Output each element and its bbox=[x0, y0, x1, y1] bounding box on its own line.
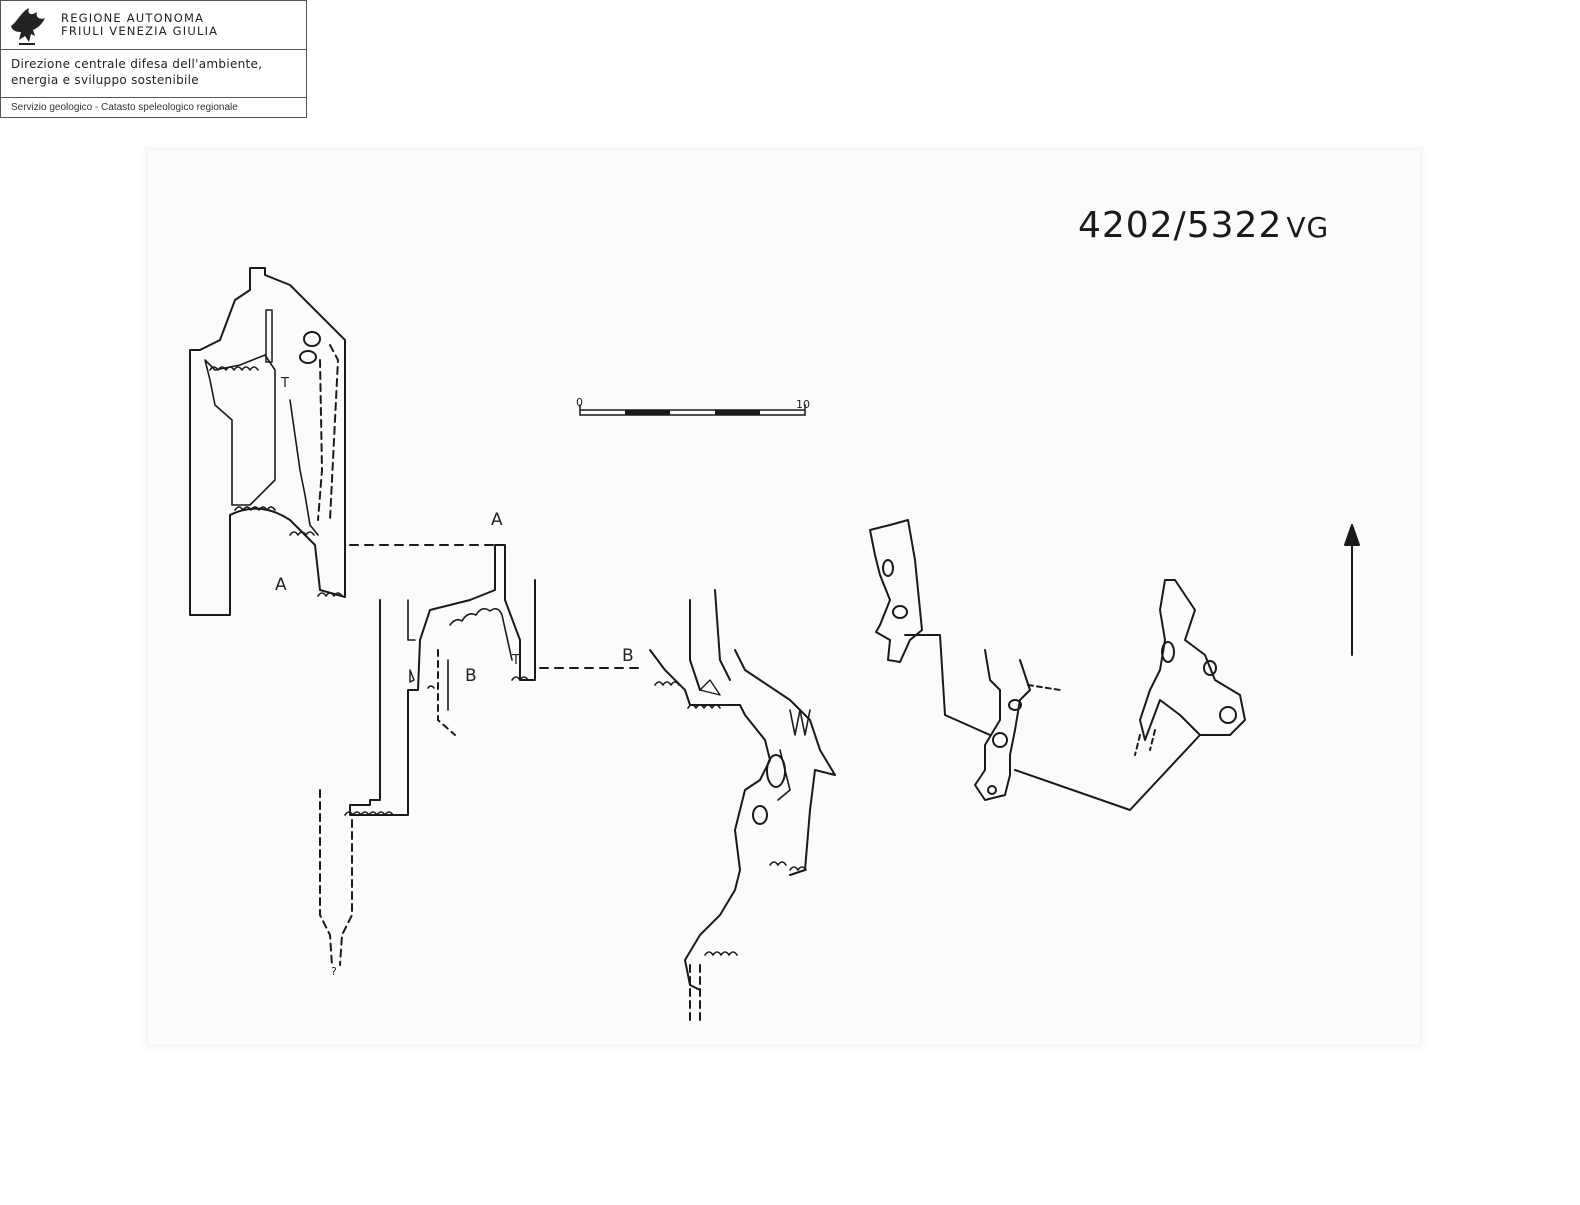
scale-label-end: 10 bbox=[796, 398, 810, 411]
ceiling-mark-1: T bbox=[281, 376, 289, 391]
north-arrow-icon bbox=[1344, 524, 1360, 656]
ceiling-mark-2: T bbox=[512, 653, 520, 668]
header-directorate-row: Direzione centrale difesa dell'ambiente,… bbox=[1, 50, 306, 98]
cave-code-number: 4202/5322 bbox=[1078, 205, 1283, 246]
region-line-1: REGIONE AUTONOMA bbox=[61, 11, 205, 25]
section-b-drawing bbox=[319, 544, 641, 966]
eagle-logo-icon bbox=[11, 8, 45, 45]
region-line-2: FRIULI VENEZIA GIULIA bbox=[61, 24, 219, 38]
shaft-question-mark: ? bbox=[331, 965, 337, 978]
directorate-name: Direzione centrale difesa dell'ambiente,… bbox=[11, 56, 262, 88]
section-label-a-right: A bbox=[491, 510, 503, 530]
header-service-row: Servizio geologico - Catasto speleologic… bbox=[1, 98, 306, 119]
region-name: REGIONE AUTONOMA FRIULI VENEZIA GIULIA bbox=[61, 12, 218, 38]
section-a-drawing bbox=[189, 267, 501, 616]
section-label-a-left: A bbox=[275, 575, 287, 595]
plan-view-drawing bbox=[869, 519, 1246, 811]
service-name: Servizio geologico - Catasto speleologic… bbox=[11, 102, 238, 113]
cave-code-suffix: VG bbox=[1286, 211, 1330, 244]
survey-sheet bbox=[148, 150, 1420, 1045]
header-region-row: REGIONE AUTONOMA FRIULI VENEZIA GIULIA bbox=[1, 1, 306, 50]
directorate-line-2: energia e sviluppo sostenibile bbox=[11, 73, 199, 87]
scale-bar bbox=[579, 404, 806, 416]
scale-label-start: 0 bbox=[576, 396, 583, 409]
directorate-line-1: Direzione centrale difesa dell'ambiente, bbox=[11, 57, 263, 71]
section-label-b-right: B bbox=[622, 646, 634, 666]
main-gallery-drawing bbox=[649, 589, 836, 1021]
header-box: REGIONE AUTONOMA FRIULI VENEZIA GIULIA D… bbox=[0, 0, 307, 118]
section-label-b-left: B bbox=[465, 666, 477, 686]
